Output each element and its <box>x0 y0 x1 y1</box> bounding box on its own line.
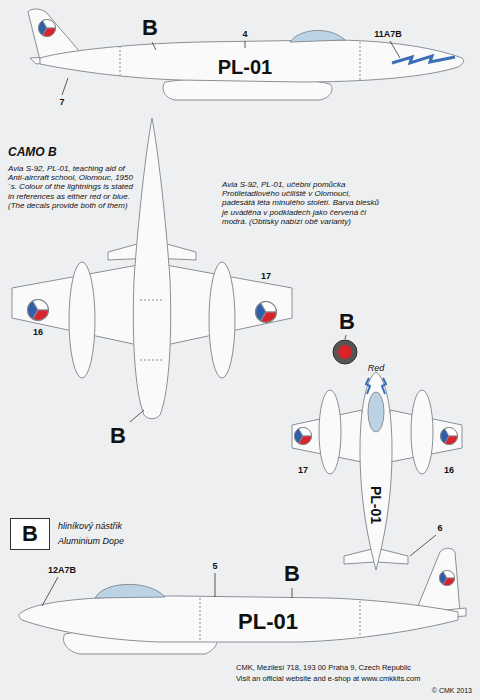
callout-number: 7 <box>59 97 64 107</box>
legend-letter: B <box>22 521 38 547</box>
underside-view <box>12 118 292 419</box>
colour-note: Red <box>368 363 385 373</box>
footer-text: CMK, Mezilesí 718, 193 00 Praha 9, Czech… <box>236 664 411 673</box>
leader-lines <box>42 41 436 606</box>
callout-number: 17 <box>298 465 308 475</box>
aircraft-code: PL-01 <box>368 486 384 524</box>
callout-number: 11A7B <box>374 29 402 39</box>
legend-text: hliníkový nástřik <box>58 521 122 531</box>
callout-number: 16 <box>33 327 43 337</box>
nose-cap-symbol <box>333 340 357 364</box>
top-view <box>292 372 462 570</box>
legend-box: B <box>10 518 50 550</box>
aircraft-code: PL-01 <box>218 56 272 79</box>
aircraft-code: PL-01 <box>238 609 298 634</box>
note-czech: Avia S-92, PL-01, učební pomůcka Protile… <box>222 180 382 226</box>
callout-number: 4 <box>242 29 247 39</box>
callout-number: 12A7B <box>48 565 76 575</box>
camo-letter: B <box>339 309 355 334</box>
sheet-heading: CAMO B <box>8 146 57 160</box>
legend-text: Aluminium Dope <box>58 536 124 546</box>
note-english: Avia S-92, PL-01, teaching aid of Anti-a… <box>8 164 138 210</box>
camo-letter: B <box>284 561 300 586</box>
copyright: © CMK 2013 <box>432 687 472 695</box>
camo-letter: B <box>110 423 126 448</box>
footer-text: Visit an official website and e-shop at … <box>236 675 420 684</box>
callout-number: 6 <box>437 523 442 533</box>
side-view-bottom <box>19 548 466 654</box>
side-view-top <box>28 9 464 100</box>
callout-number: 5 <box>212 561 217 571</box>
callout-number: 16 <box>444 465 454 475</box>
callout-number: 17 <box>261 271 271 281</box>
camo-letter: B <box>142 15 158 40</box>
